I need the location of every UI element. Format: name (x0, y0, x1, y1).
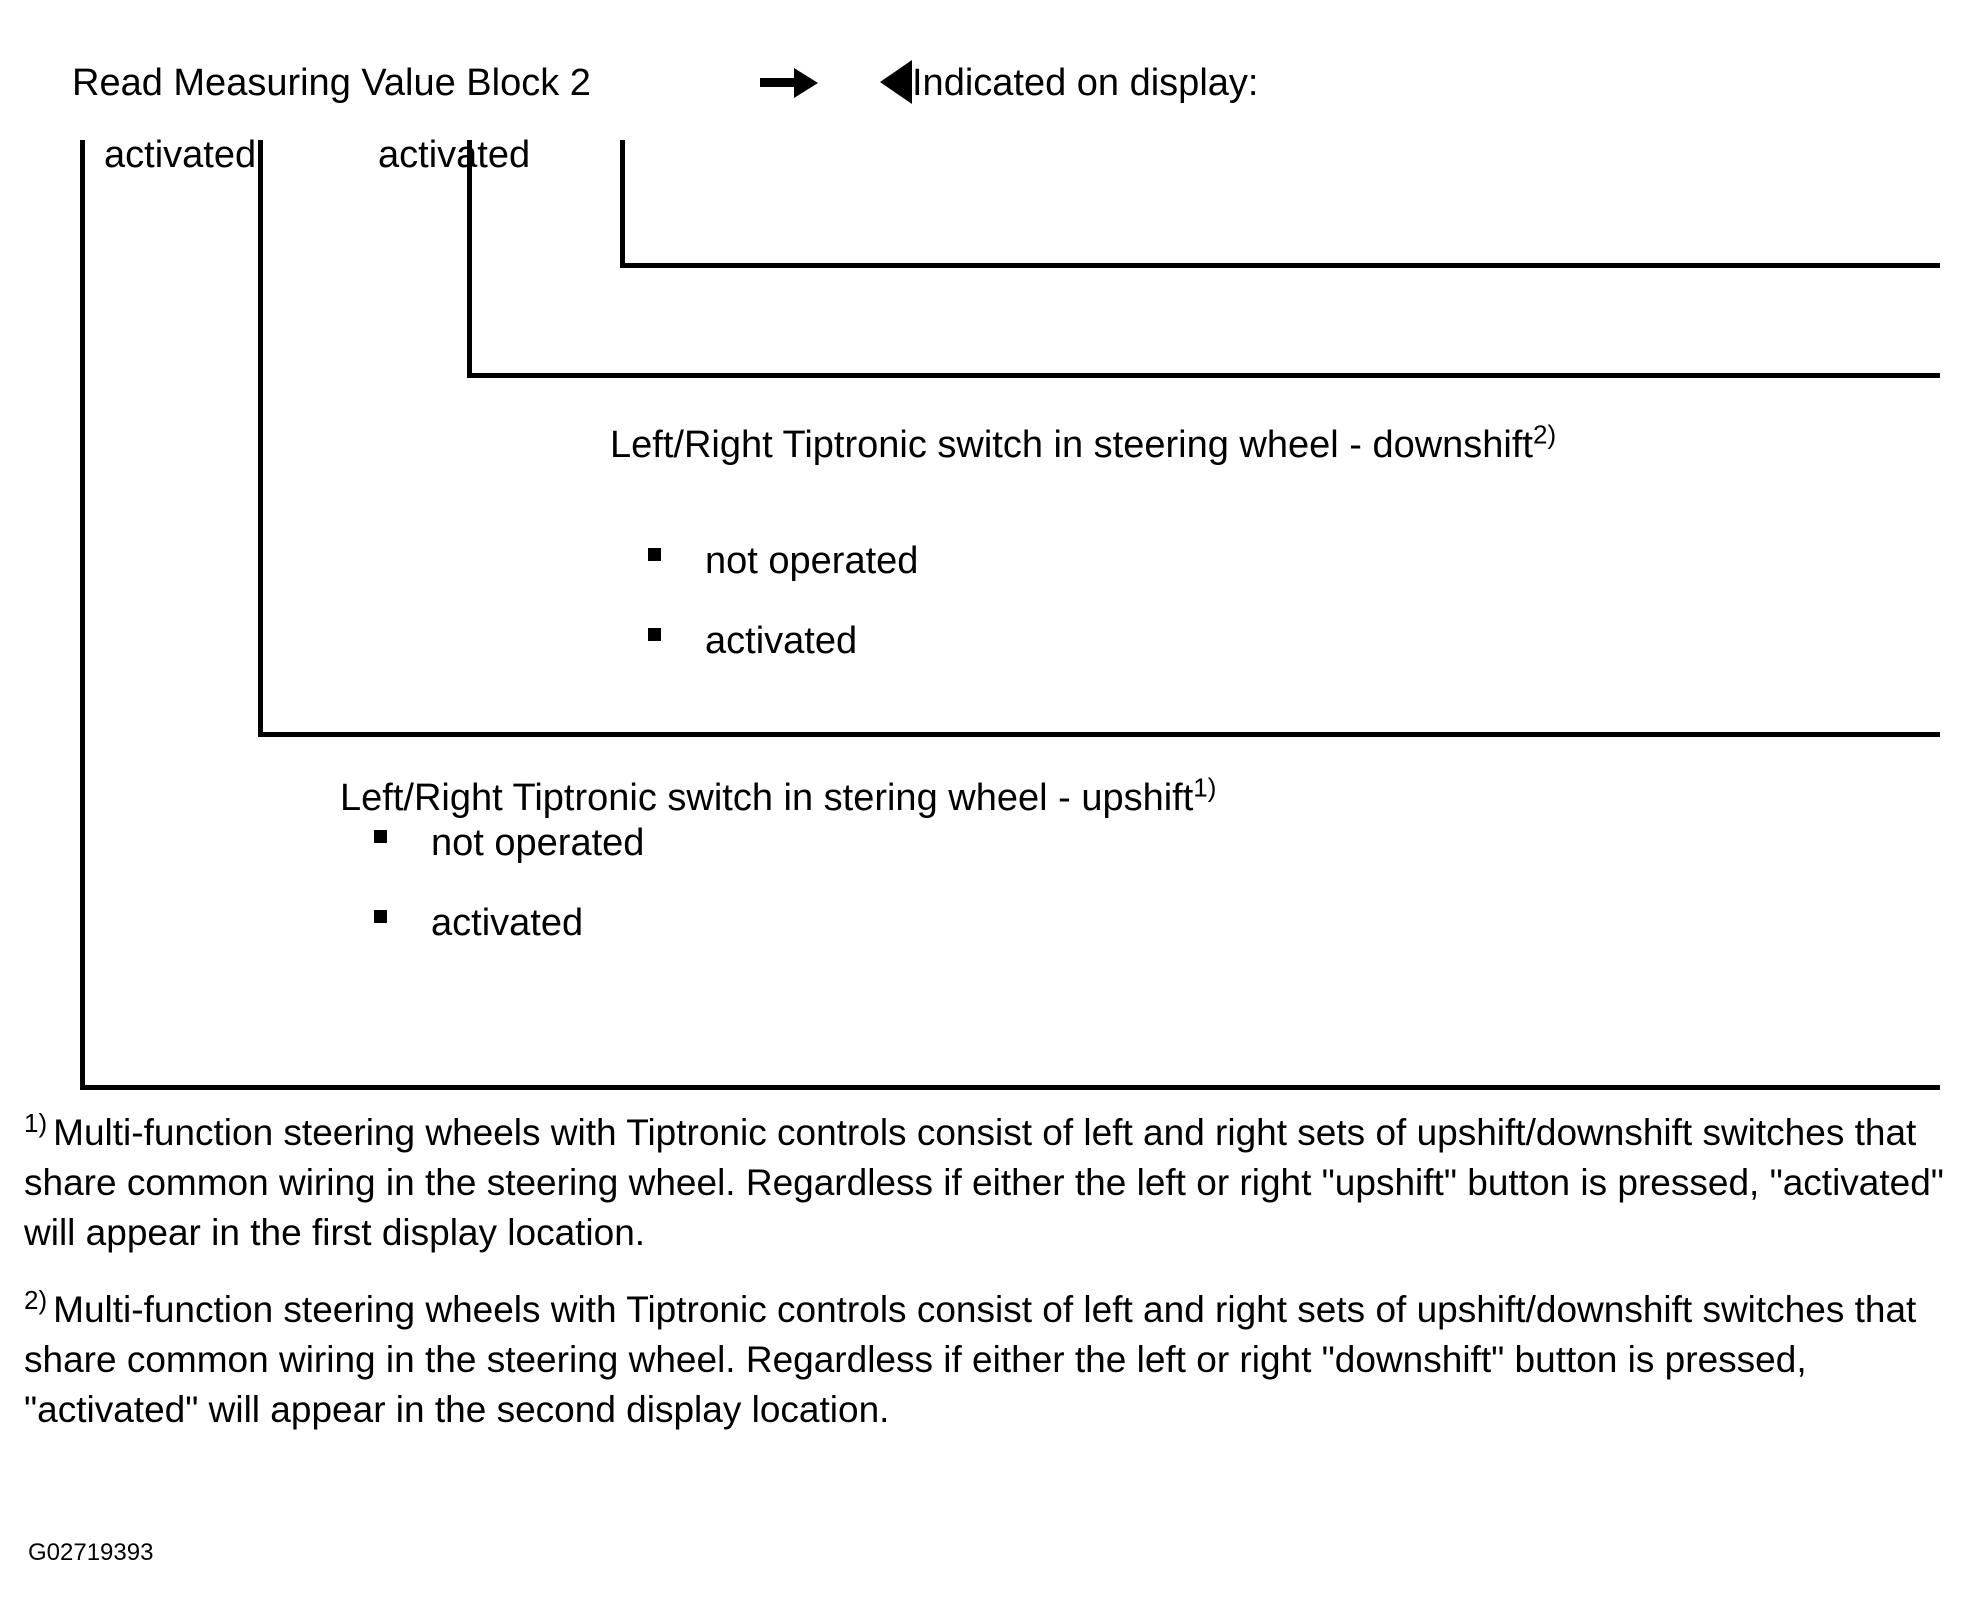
section-heading-upshift: Left/Right Tiptronic switch in stering w… (340, 772, 1217, 821)
footnote-1-marker: 1) (24, 1107, 48, 1138)
bracket-line-level4-horizontal (620, 263, 1940, 268)
option-label: activated (431, 902, 584, 944)
square-bullet-icon (374, 829, 387, 843)
list-item: activated (374, 900, 583, 946)
list-item: not operated (648, 538, 918, 584)
list-item: not operated (374, 820, 644, 866)
footnote-ref-2: 2) (1532, 419, 1557, 450)
footnote-2-marker: 2) (24, 1284, 48, 1315)
section-heading-upshift-text: Left/Right Tiptronic switch in stering w… (340, 777, 1194, 819)
footnote-2-text: Multi-function steering wheels with Tipt… (24, 1289, 1917, 1430)
footnote-1: 1)Multi-function steering wheels with Ti… (24, 1108, 1944, 1258)
bracket-line-level3-vertical (467, 140, 472, 378)
section-heading-downshift-text: Left/Right Tiptronic switch in steering … (610, 424, 1533, 466)
left-triangle-icon (880, 60, 912, 104)
page-title: Read Measuring Value Block 2 (72, 62, 591, 104)
list-item: activated (648, 618, 857, 664)
bracket-line-level3-horizontal (467, 373, 1940, 378)
bracket-line-level1-vertical (80, 140, 85, 1090)
display-value-1: activated (104, 134, 257, 176)
option-label: not operated (705, 540, 919, 582)
footnote-ref-1: 1) (1193, 772, 1217, 803)
option-label: activated (705, 620, 858, 662)
bracket-line-level4-vertical (620, 140, 625, 268)
footnote-1-text: Multi-function steering wheels with Tipt… (24, 1112, 1944, 1253)
image-reference-code: G02719393 (28, 1539, 154, 1566)
display-value-2: activated (378, 134, 531, 176)
bracket-line-level2-vertical (258, 140, 263, 737)
right-arrow-icon (760, 68, 818, 98)
square-bullet-icon (648, 627, 661, 641)
bracket-line-level2-horizontal (258, 732, 1940, 737)
footnote-2: 2)Multi-function steering wheels with Ti… (24, 1285, 1944, 1435)
square-bullet-icon (648, 547, 661, 561)
bracket-line-level1-horizontal (80, 1085, 1940, 1090)
indicated-on-display-label: Indicated on display: (912, 62, 1259, 104)
option-label: not operated (431, 822, 645, 864)
section-heading-downshift: Left/Right Tiptronic switch in steering … (610, 419, 1557, 468)
square-bullet-icon (374, 909, 387, 923)
